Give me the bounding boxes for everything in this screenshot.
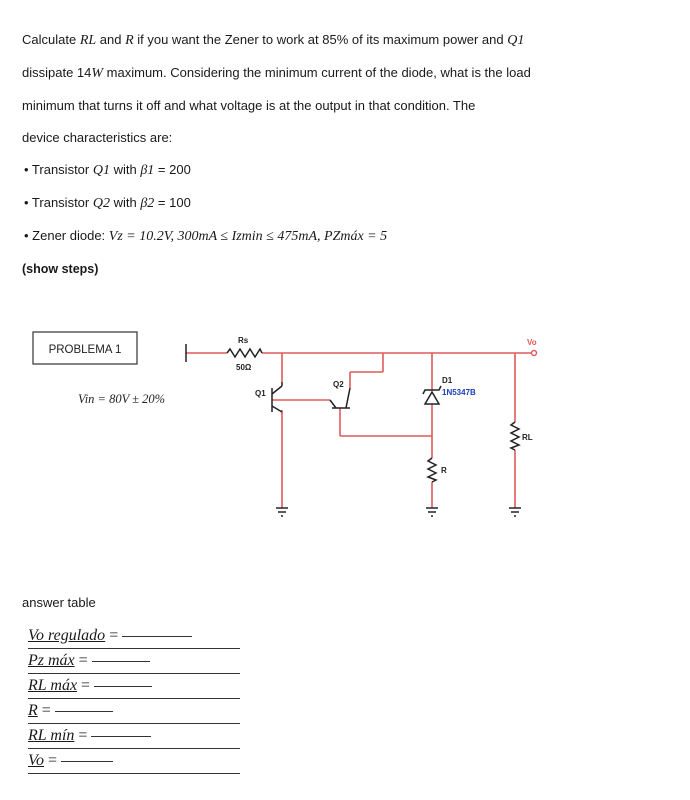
resistor-r-icon	[426, 457, 438, 483]
rl-label: RL	[522, 433, 533, 442]
answer-row: Vo regulado=	[28, 624, 240, 649]
transistor-q1-icon	[271, 382, 283, 413]
equals-sign: =	[48, 752, 58, 769]
var-w: W	[91, 66, 104, 81]
answer-label: RL máx	[28, 677, 78, 694]
answer-blank	[91, 735, 152, 737]
r-label: R	[441, 466, 447, 475]
text: dissipate 14	[22, 65, 92, 80]
q1-label: Q1	[255, 389, 266, 398]
q2-label: Q2	[333, 380, 344, 389]
circuit-parts	[185, 344, 521, 517]
answer-blank	[91, 660, 150, 662]
ground-r-icon	[426, 507, 438, 517]
text: if you want the Zener to work at 85% of …	[133, 32, 508, 47]
circuit-wires	[186, 352, 532, 508]
answer-table-title: answer table	[22, 595, 96, 610]
zener-spec: Vz = 10.2V, 300mA ≤ Izmin ≤ 475mA, PZmáx…	[108, 229, 388, 244]
answer-label: Pz máx	[28, 652, 75, 669]
answer-label: Vo regulado	[28, 627, 106, 644]
resistor-rs-icon	[226, 347, 263, 359]
equals-sign: =	[78, 652, 88, 669]
vin-label: Vin = 80V ± 20%	[78, 392, 165, 406]
text: • Transistor	[24, 162, 93, 177]
ground-q1-icon	[276, 507, 288, 517]
var-beta1: β1	[140, 163, 155, 178]
text: with	[109, 162, 141, 177]
text: with	[109, 195, 141, 210]
rs-label: Rs	[238, 336, 249, 345]
vo-label: Vo	[527, 338, 537, 347]
problem-line-4: device characteristics are:	[22, 130, 173, 145]
transistor-q2-icon	[329, 387, 351, 409]
answer-row: Pz máx=	[28, 649, 240, 674]
problem-line-1: Calculate RL and R if you want the Zener…	[22, 24, 662, 57]
problem-line-2: dissipate 14W maximum. Considering the m…	[22, 57, 662, 90]
show-steps: (show steps)	[22, 262, 99, 276]
component-labels: Rs 50Ω Q1 Q2 D1 1N5347B R RL Vo	[236, 336, 537, 475]
problem-label-box	[32, 331, 138, 365]
text: = 100	[154, 195, 191, 210]
zener-triangle	[423, 390, 441, 405]
answer-blank	[54, 710, 113, 712]
var-q1: Q1	[507, 33, 525, 48]
circuit-diagram: PROBLEMA 1 Vin = 80V ± 20% Rs 50Ω Q1 Q2 …	[32, 331, 538, 517]
answer-label: RL mín	[28, 727, 75, 744]
d1-label: D1	[442, 376, 453, 385]
var-r: R	[125, 33, 134, 48]
answer-row: R=	[28, 699, 240, 724]
var-q1: Q1	[92, 163, 110, 178]
answer-blank	[61, 760, 114, 762]
text: = 200	[154, 162, 191, 177]
text: maximum. Considering the minimum current…	[103, 65, 531, 80]
zener-diode-icon	[422, 385, 442, 405]
bullet-q1: • Transistor Q1 with β1 = 200	[22, 154, 662, 187]
equals-sign: =	[81, 677, 91, 694]
equals-sign: =	[109, 627, 119, 644]
answer-row: RL mín=	[28, 724, 240, 749]
output-terminal-icon	[530, 349, 538, 357]
problem-label: PROBLEMA 1	[49, 344, 122, 356]
answer-row: RL máx=	[28, 674, 240, 699]
answer-blank	[122, 635, 193, 637]
answer-label: R	[28, 702, 38, 719]
text: Calculate	[22, 32, 80, 47]
bullet-zener: • Zener diode: Vz = 10.2V, 300mA ≤ Izmin…	[22, 220, 662, 253]
problem-statement: Calculate RL and R if you want the Zener…	[22, 24, 662, 285]
var-rl: RL	[79, 33, 97, 48]
d1-part: 1N5347B	[442, 388, 476, 397]
text: • Zener diode:	[24, 228, 109, 243]
answer-blank	[94, 685, 153, 687]
equals-sign: =	[41, 702, 51, 719]
bullet-q2: • Transistor Q2 with β2 = 100	[22, 187, 662, 220]
zener-bar	[422, 385, 442, 395]
ground-rl-icon	[509, 507, 521, 517]
answer-label: Vo	[28, 752, 44, 769]
answer-row: Vo=	[28, 749, 240, 774]
var-beta2: β2	[140, 196, 155, 211]
text: • Transistor	[24, 195, 93, 210]
text: and	[96, 32, 126, 47]
equals-sign: =	[78, 727, 88, 744]
answer-table: Vo regulado=Pz máx=RL máx=R=RL mín=Vo=	[28, 624, 240, 774]
var-q2: Q2	[92, 196, 110, 211]
resistor-rl-icon	[509, 421, 521, 451]
rs-value: 50Ω	[236, 363, 252, 372]
problem-line-3: minimum that turns it off and what volta…	[22, 98, 476, 113]
